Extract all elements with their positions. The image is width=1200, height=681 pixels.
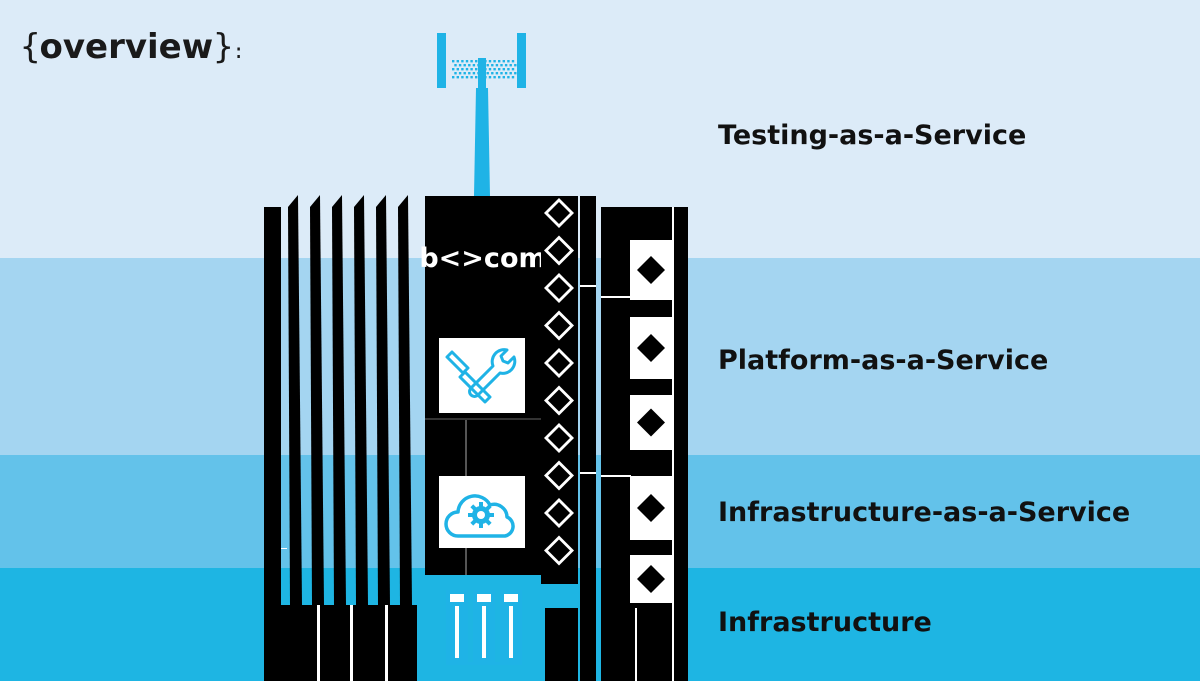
building-diamond-column bbox=[541, 196, 578, 681]
layer-band-platform bbox=[0, 258, 1200, 455]
tools-icon bbox=[439, 338, 525, 413]
layer-label-infra-service: Infrastructure-as-a-Service bbox=[718, 497, 1131, 528]
page-title: {overview}: bbox=[20, 27, 245, 67]
servers-icon bbox=[446, 590, 522, 665]
building-left-wing bbox=[264, 195, 417, 681]
layer-label-infrastructure: Infrastructure bbox=[718, 607, 932, 638]
building-right-wing bbox=[601, 207, 688, 681]
layer-band-testing bbox=[0, 0, 1200, 258]
building-thin-column bbox=[580, 196, 596, 681]
layer-band-infrastructure bbox=[0, 568, 1200, 681]
logo-text: b<>com bbox=[419, 243, 546, 274]
layer-band-infra-service bbox=[0, 455, 1200, 568]
cloud-gear-icon bbox=[439, 476, 525, 548]
layer-label-platform: Platform-as-a-Service bbox=[718, 345, 1049, 376]
layer-label-testing: Testing-as-a-Service bbox=[718, 120, 1027, 151]
antenna-icon bbox=[437, 33, 526, 196]
